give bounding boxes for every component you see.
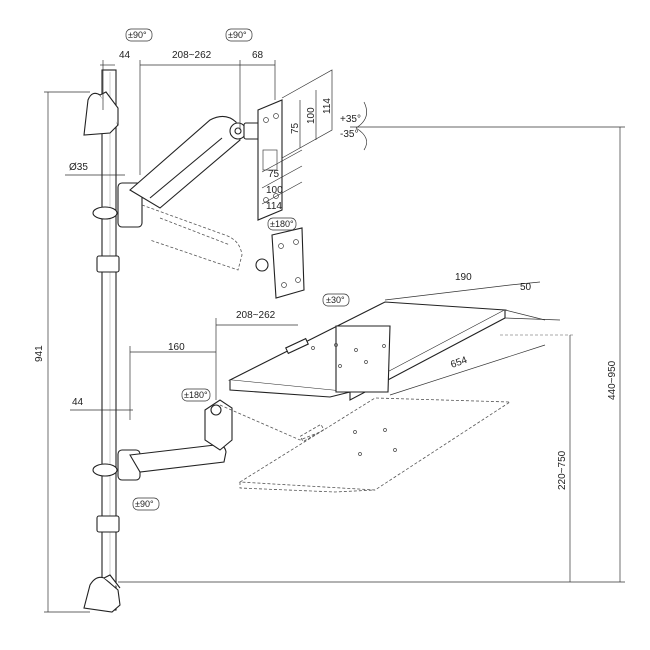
pole-diameter-label: Ø35 (69, 162, 88, 173)
dim-44-top-label: 44 (119, 50, 131, 61)
rotation-180-bottom-label: ±180° (184, 390, 208, 400)
vesa-75-b-label: 75 (268, 169, 280, 180)
rotation-90-bottom-label: ±90° (135, 499, 154, 509)
bottom-clamp (83, 574, 121, 613)
tray-width-label: 190 (455, 272, 472, 283)
tilt-down-label: -35° (340, 129, 358, 140)
dim-arm-reach-top-label: 208~262 (172, 50, 212, 61)
vesa-114-b-label: 114 (266, 201, 282, 212)
vesa-plate-lower (255, 227, 305, 299)
upper-arm (129, 115, 241, 209)
vesa-dims-upper (261, 69, 333, 205)
tray-arm (92, 399, 321, 481)
tilt-up-label: +35° (340, 114, 361, 125)
rotation-90-top-b-label: ±90° (228, 30, 247, 40)
rotation-180-top-label: ±180° (270, 219, 294, 229)
monitor-arm (92, 115, 261, 271)
total-height-label: 941 (34, 345, 45, 362)
tray-50-label: 50 (520, 282, 532, 293)
vesa-plate-upper (257, 99, 283, 221)
tray-height-range-label: 220~750 (557, 450, 568, 490)
pole-collars (96, 255, 120, 533)
tray-length-label: 654 (449, 355, 469, 371)
keyboard-tray (228, 301, 507, 401)
height-range-label: 440~950 (607, 360, 618, 400)
arm-160-label: 160 (168, 342, 185, 353)
vesa-75-a-label: 75 (290, 122, 301, 134)
top-clamp (83, 91, 119, 136)
dim-68-label: 68 (252, 50, 264, 61)
dim-44-bottom-label: 44 (72, 397, 84, 408)
tray-tilt-label: ±30° (326, 295, 345, 305)
vesa-100-a-label: 100 (306, 107, 317, 124)
tray-reach-label: 208~262 (236, 310, 276, 321)
rotation-90-top-label: ±90° (128, 30, 147, 40)
keyboard-tray-lowered (238, 397, 512, 493)
vesa-114-a-label: 114 (322, 98, 333, 114)
vesa-100-b-label: 100 (266, 185, 283, 196)
lower-arm (129, 444, 227, 473)
